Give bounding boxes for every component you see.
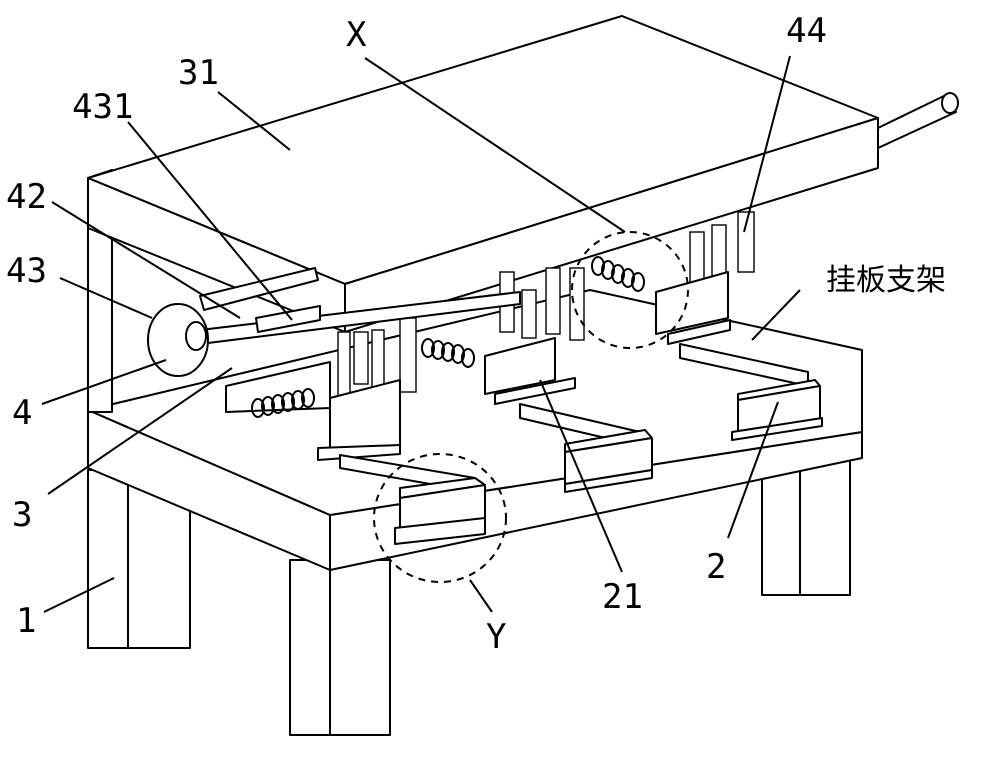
table-legs	[87, 439, 851, 736]
label-3: 3	[12, 495, 32, 535]
leader-lines	[41, 55, 801, 613]
bracket-2	[484, 337, 653, 493]
label-44: 44	[786, 11, 827, 51]
label-2: 2	[706, 547, 726, 587]
detail-circle-y	[373, 453, 507, 583]
labels: X 31 431 42 43 4 3 1 Y 21 2 44 挂板支架	[6, 11, 946, 657]
label-1: 1	[16, 601, 36, 641]
label-x: X	[346, 15, 367, 55]
detail-circle-x	[571, 231, 689, 349]
springs	[251, 256, 645, 418]
label-21: 21	[602, 577, 643, 617]
label-bracket: 挂板支架	[826, 263, 946, 298]
label-4: 4	[12, 393, 32, 433]
label-y: Y	[486, 617, 506, 657]
bracket-1	[317, 379, 486, 545]
label-31: 31	[178, 53, 219, 93]
label-42: 42	[6, 177, 47, 217]
cylinders	[337, 211, 755, 403]
label-43: 43	[6, 251, 47, 291]
bracket-3	[655, 271, 823, 441]
rear-rod	[877, 92, 959, 149]
label-431: 431	[72, 87, 133, 127]
